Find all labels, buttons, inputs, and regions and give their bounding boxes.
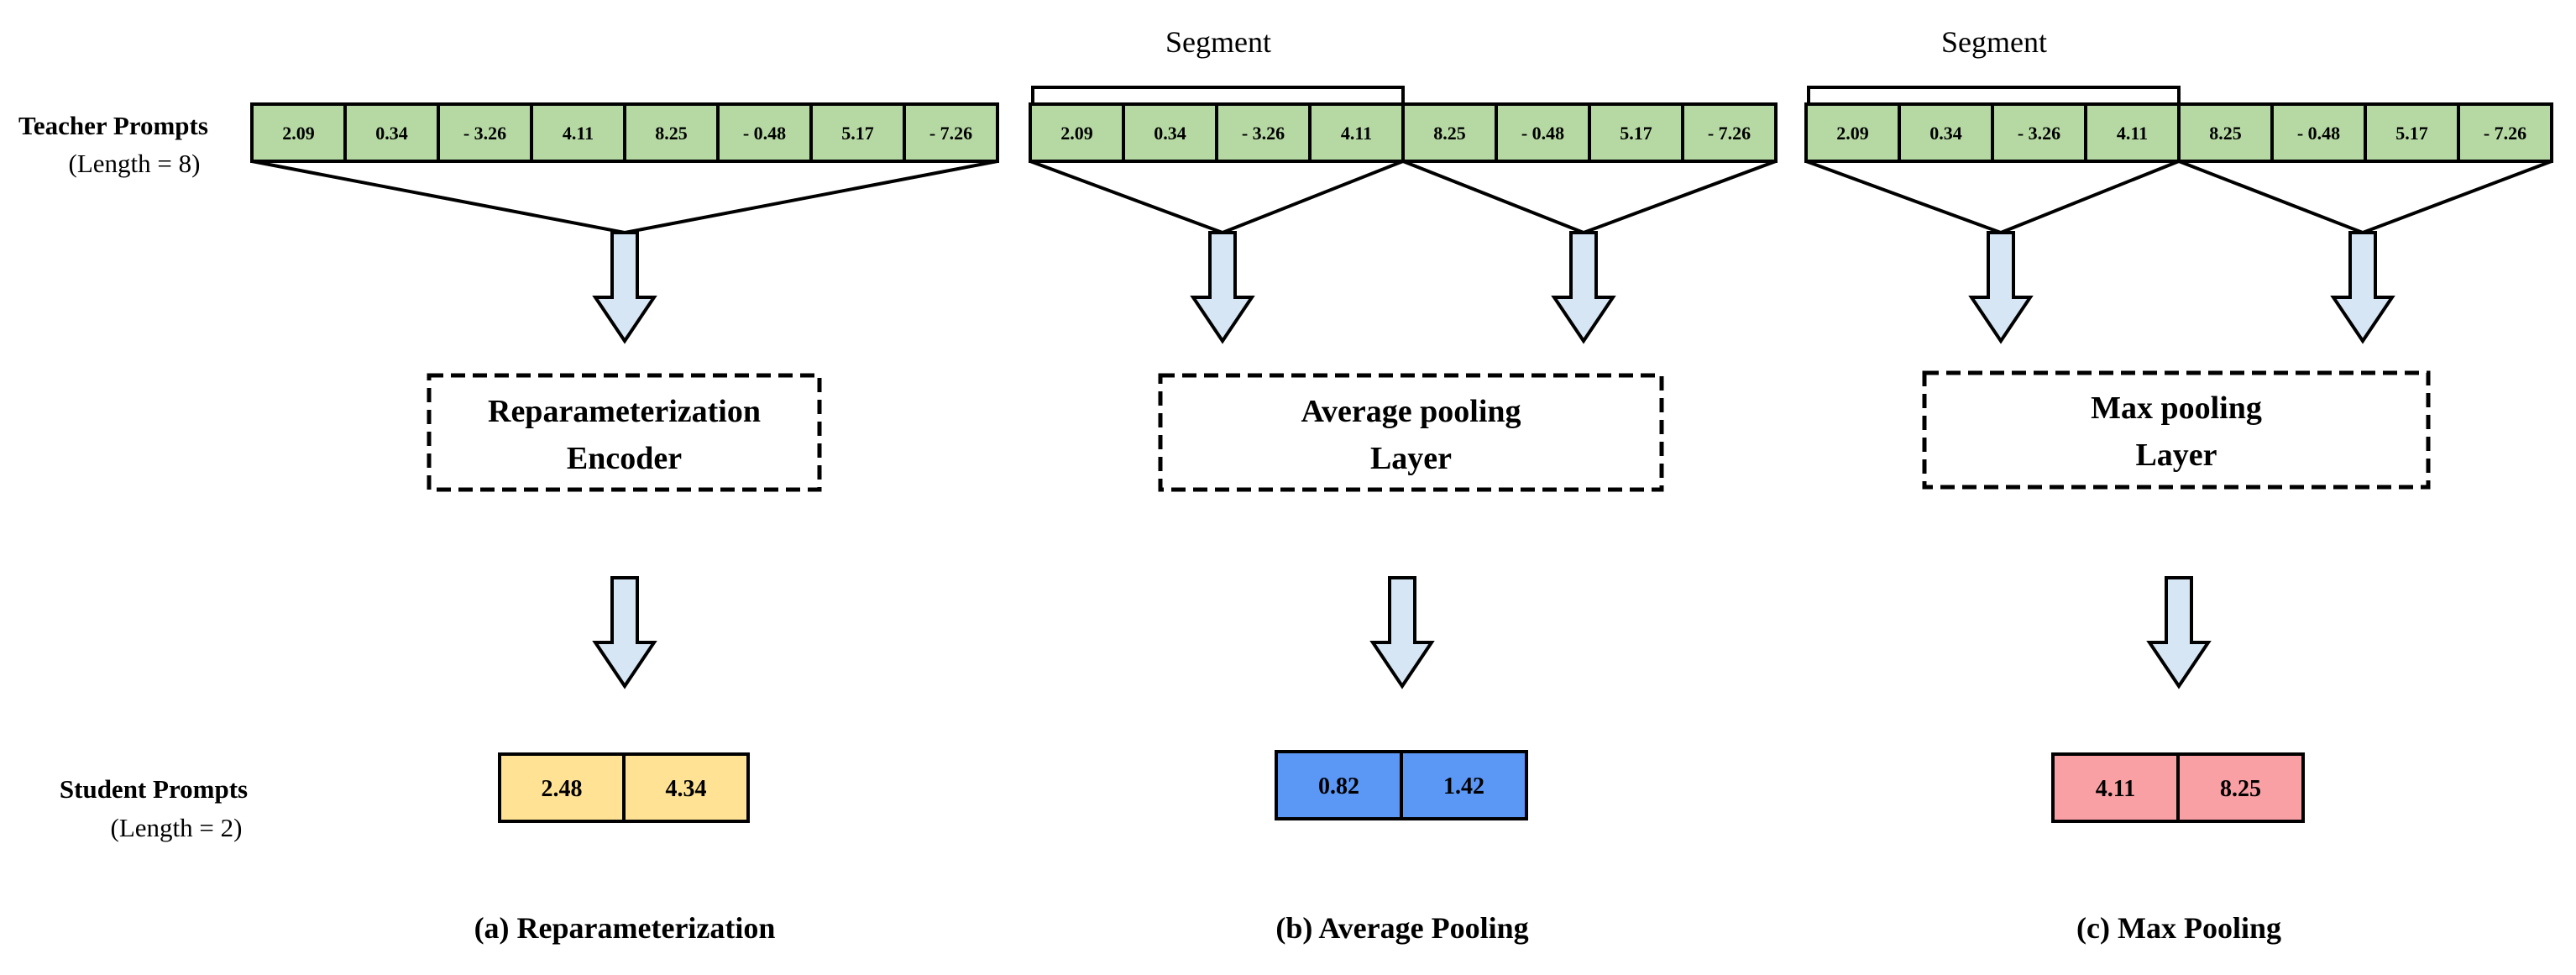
teacher-cell-value: - 3.26 — [1242, 123, 1285, 144]
student-prompts-title: Student Prompts — [60, 774, 248, 804]
segment-label: Segment — [1941, 25, 2047, 59]
teacher-cell — [437, 102, 533, 163]
teacher-cell-value: 5.17 — [841, 123, 874, 144]
teacher-cell-value: 4.11 — [1341, 123, 1372, 144]
teacher-cell — [1215, 102, 1312, 163]
student-cell-value: 0.82 — [1318, 773, 1359, 799]
teacher-cell — [343, 102, 440, 163]
down-arrow-icon — [1968, 231, 2034, 344]
teacher-cell-value: 8.25 — [1433, 123, 1466, 144]
teacher-cell-value: 2.09 — [1836, 123, 1869, 144]
panel-2: 2.09 0.34 - 3.26 4.11 8.25 - 0.48 5.17 - 7.26 Se… — [1029, 25, 1778, 945]
student-cell-value: 1.42 — [1443, 773, 1484, 799]
teacher-cell — [1122, 102, 1218, 163]
teacher-cell-value: 2.09 — [1060, 123, 1093, 144]
panel-1: 2.09 0.34 - 3.26 4.11 8.25 - 0.48 5.17 - 7.26Re… — [250, 102, 999, 945]
operation-box — [1158, 373, 1664, 492]
segment-bracket — [1031, 86, 1405, 104]
teacher-cell-value: - 7.26 — [2484, 123, 2526, 144]
teacher-cell-value: - 3.26 — [463, 123, 506, 144]
teacher-cell-value: 0.34 — [375, 123, 408, 144]
operation-box — [1922, 370, 2431, 490]
panel-3: 2.09 0.34 - 3.26 4.11 8.25 - 0.48 5.17 - 7.26 Se… — [1804, 25, 2553, 945]
funnel-lines — [1029, 159, 1777, 235]
operation-box-label: Layer — [2135, 438, 2217, 473]
teacher-cell-value: 4.11 — [2117, 123, 2148, 144]
teacher-cell — [2457, 102, 2553, 163]
teacher-cell-value: - 0.48 — [2297, 123, 2340, 144]
student-cell — [2176, 752, 2305, 823]
teacher-cell-value: 4.11 — [563, 123, 594, 144]
student-cell-value: 8.25 — [2220, 776, 2261, 802]
teacher-cell-value: 8.25 — [2209, 123, 2242, 144]
down-arrow-icon — [1551, 231, 1616, 344]
teacher-cell — [903, 102, 999, 163]
student-cell-value: 4.34 — [666, 776, 707, 802]
teacher-cell-value: 0.34 — [1154, 123, 1186, 144]
teacher-cell — [809, 102, 906, 163]
segment-label: Segment — [1165, 25, 1271, 59]
teacher-cell-value: 8.25 — [655, 123, 688, 144]
down-arrow-icon — [592, 231, 657, 344]
panel-caption: (a) Reparameterization — [474, 911, 776, 945]
teacher-cell-value: 2.09 — [282, 123, 315, 144]
student-cell — [622, 752, 750, 823]
panel-caption: (b) Average Pooling — [1275, 911, 1528, 945]
student-cell — [2051, 752, 2180, 823]
down-arrow-icon — [1190, 231, 1255, 344]
teacher-cell — [2364, 102, 2460, 163]
teacher-cell-value: - 7.26 — [929, 123, 972, 144]
student-cell — [1275, 750, 1403, 820]
student-cell-value: 4.11 — [2096, 776, 2135, 802]
teacher-cell — [2177, 102, 2274, 163]
teacher-cell — [1681, 102, 1778, 163]
teacher-prompts-length: (Length = 8) — [69, 149, 201, 178]
down-arrow-icon — [592, 576, 657, 689]
funnel-lines — [251, 160, 998, 235]
teacher-cell — [1029, 102, 1125, 163]
teacher-cell — [623, 102, 720, 163]
teacher-cell-value: 5.17 — [1620, 123, 1652, 144]
teacher-cell-value: 0.34 — [1929, 123, 1962, 144]
operation-box-label: Encoder — [567, 441, 682, 476]
panels-group: 2.09 0.34 - 3.26 4.11 8.25 - 0.48 5.17 - 7.26Re… — [250, 25, 2553, 945]
panel-caption: (c) Max Pooling — [2076, 911, 2281, 945]
student-cell — [1400, 750, 1528, 820]
operation-box-label: Layer — [1370, 441, 1452, 476]
teacher-cell-value: - 0.48 — [743, 123, 786, 144]
operation-box — [427, 373, 822, 492]
teacher-cell-value: 5.17 — [2395, 123, 2428, 144]
down-arrow-icon — [1369, 576, 1435, 689]
teacher-cell — [250, 102, 347, 163]
down-arrow-icon — [2146, 576, 2212, 689]
operation-box-label: Max pooling — [2091, 391, 2262, 426]
teacher-cell-value: - 7.26 — [1708, 123, 1751, 144]
student-cell-value: 2.48 — [542, 776, 583, 802]
segment-bracket — [1807, 86, 2181, 104]
teacher-cell-value: - 3.26 — [2018, 123, 2060, 144]
teacher-prompts-title: Teacher Prompts — [18, 111, 208, 140]
operation-box-label: Average pooling — [1301, 394, 1521, 429]
down-arrow-icon — [2330, 231, 2395, 344]
funnel-lines — [1805, 159, 2552, 235]
teacher-cell-value: - 0.48 — [1521, 123, 1564, 144]
teacher-cell — [1804, 102, 1901, 163]
student-prompts-length: (Length = 2) — [111, 813, 243, 842]
operation-box-label: Reparameterization — [488, 394, 761, 429]
